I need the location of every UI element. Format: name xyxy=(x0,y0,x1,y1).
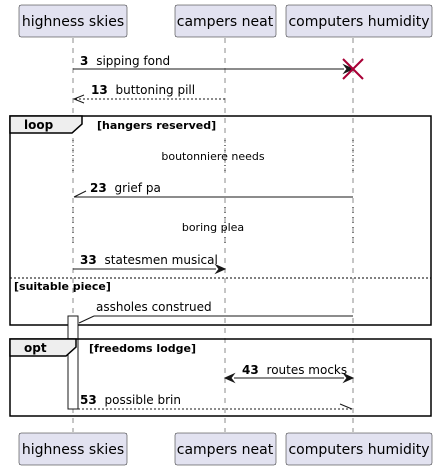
loop-frame: loop [hangers reserved] xyxy=(9,115,432,326)
delay-boring-plea: boring plea xyxy=(72,207,354,243)
activation-bar xyxy=(67,315,79,410)
participant-highness-skies-top[interactable]: highness skies xyxy=(18,4,128,38)
opt-frame-border xyxy=(9,338,432,417)
svg-text:23 grief pa: 23 grief pa xyxy=(90,181,161,195)
svg-text:43 routes mocks: 43 routes mocks xyxy=(242,363,347,377)
message-number: 3 xyxy=(80,54,88,68)
message-53[interactable]: 53 possible brin xyxy=(78,393,353,410)
participant-label: computers humidity xyxy=(288,14,429,30)
message-assholes-construed[interactable]: assholes construed xyxy=(78,300,353,324)
participant-campers-neat-bottom[interactable]: campers neat xyxy=(174,432,277,466)
message-3[interactable]: 3 sipping fond xyxy=(73,54,355,75)
message-label: possible brin xyxy=(105,393,181,407)
participant-label: highness skies xyxy=(22,14,124,30)
loop-frame-tab xyxy=(9,115,83,134)
participant-campers-neat-top[interactable]: campers neat xyxy=(174,4,277,38)
message-label: buttoning pill xyxy=(116,83,196,97)
participant-label: campers neat xyxy=(177,14,274,30)
arrow-head-icon xyxy=(73,190,87,198)
arrow-head-icon xyxy=(214,263,227,275)
message-23[interactable]: 23 grief pa xyxy=(73,181,353,198)
loop-else-guard: [suitable piece] xyxy=(14,280,111,293)
message-label: statesmen musical xyxy=(105,253,218,267)
delay-label: boring plea xyxy=(182,221,244,234)
opt-frame: opt [freedoms lodge] xyxy=(9,338,432,417)
message-label: sipping fond xyxy=(96,54,170,68)
message-number: 13 xyxy=(91,83,108,97)
message-number: 23 xyxy=(90,181,107,195)
opt-frame-tab xyxy=(9,338,77,357)
svg-text:3 sipping fond: 3 sipping fond xyxy=(80,54,170,68)
message-label: grief pa xyxy=(115,181,161,195)
arrow-head-right-icon xyxy=(342,372,355,384)
svg-text:13 buttoning pill: 13 buttoning pill xyxy=(91,83,195,97)
participant-computers-humidity-bottom[interactable]: computers humidity xyxy=(285,432,433,466)
svg-text:53 possible brin: 53 possible brin xyxy=(80,393,181,407)
participant-computers-humidity-top[interactable]: computers humidity xyxy=(285,4,433,38)
message-33[interactable]: 33 statesmen musical xyxy=(73,253,227,275)
destroy-marker-icon xyxy=(342,58,364,80)
loop-frame-guard: [hangers reserved] xyxy=(97,119,216,132)
message-13[interactable]: 13 buttoning pill xyxy=(72,83,225,104)
message-label: assholes construed xyxy=(96,300,212,314)
message-number: 43 xyxy=(242,363,259,377)
opt-frame-label: opt xyxy=(24,341,47,355)
arrow-head-icon xyxy=(339,403,353,410)
opt-frame-guard: [freedoms lodge] xyxy=(89,342,196,355)
participant-label: computers humidity xyxy=(288,442,429,458)
arrow-head-icon xyxy=(72,94,85,104)
participant-highness-skies-bottom[interactable]: highness skies xyxy=(18,432,128,466)
message-number: 33 xyxy=(80,253,97,267)
arrow-head-left-icon xyxy=(223,372,236,384)
loop-frame-border xyxy=(9,115,432,326)
message-label: routes mocks xyxy=(267,363,348,377)
arrow-head-icon xyxy=(78,315,95,324)
participant-label: highness skies xyxy=(22,442,124,458)
message-43[interactable]: 43 routes mocks xyxy=(223,363,355,384)
participant-label: campers neat xyxy=(177,442,274,458)
arrow-head-icon xyxy=(342,63,355,75)
svg-text:33 statesmen musical: 33 statesmen musical xyxy=(80,253,218,267)
message-number: 53 xyxy=(80,393,97,407)
loop-frame-label: loop xyxy=(24,118,54,132)
loop-else-divider: [suitable piece] xyxy=(10,277,431,293)
delay-boutonniere-needs: boutonniere needs xyxy=(72,140,354,172)
delay-label: boutonniere needs xyxy=(161,150,265,163)
